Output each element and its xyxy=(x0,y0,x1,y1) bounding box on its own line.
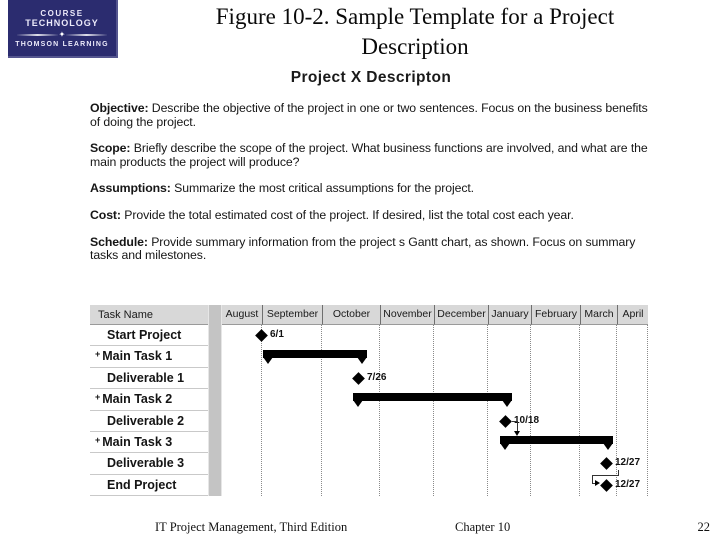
task-label: End Project xyxy=(107,477,177,492)
gantt-task-name-header: Task Name xyxy=(90,305,208,325)
slide-title-line1: Figure 10-2. Sample Template for a Proje… xyxy=(215,4,615,29)
logo-course-text: COURSE xyxy=(40,9,84,18)
month-gridline xyxy=(433,325,434,496)
dependency-line xyxy=(618,470,619,475)
task-row-deliverable-3: Deliverable 3 xyxy=(90,453,208,475)
footer-chapter: Chapter 10 xyxy=(455,520,511,534)
month-col-november: November xyxy=(380,305,434,325)
scope-text: Briefly describe the scope of the projec… xyxy=(90,141,648,169)
assumptions-label: Assumptions: xyxy=(90,181,171,196)
month-col-september: September xyxy=(262,305,322,325)
task-label: Deliverable 3 xyxy=(107,456,185,471)
paragraph-schedule: Schedule: Provide summary information fr… xyxy=(90,234,652,263)
milestone-diamond xyxy=(600,478,613,492)
milestone-date-label: 7/26 xyxy=(367,371,387,383)
dependency-arrowhead xyxy=(595,480,600,486)
assumptions-text: Summarize the most critical assumptions … xyxy=(170,181,474,196)
slide-title: Figure 10-2. Sample Template for a Proje… xyxy=(125,2,705,62)
task-label: Start Project xyxy=(107,328,182,342)
footer-book-title: IT Project Management, Third Edition xyxy=(155,520,348,534)
task-row-main-task-3: +Main Task 3 xyxy=(90,432,208,454)
slide-footer: IT Project Management, Third Edition Cha… xyxy=(0,520,720,538)
scope-label: Scope: xyxy=(90,141,131,156)
logo-thomson-text: THOMSON LEARNING xyxy=(15,41,109,48)
objective-text: Describe the objective of the project in… xyxy=(90,101,648,129)
dependency-line xyxy=(517,421,518,431)
publisher-logo: COURSE TECHNOLOGY ✦ THOMSON LEARNING xyxy=(8,0,118,58)
objective-label: Objective: xyxy=(90,101,149,115)
paragraph-objective: Objective: Describe the objective of the… xyxy=(90,101,652,129)
task-label: Main Task 3 xyxy=(102,434,173,449)
dependency-line xyxy=(592,483,595,484)
milestone-date-label: 12/27 xyxy=(615,457,641,469)
task-row-start-project: Start Project xyxy=(90,325,208,347)
month-gridline xyxy=(530,325,531,496)
dependency-line xyxy=(592,475,593,483)
figure-heading: Project X Descripton xyxy=(290,69,452,86)
month-col-october: October xyxy=(322,305,380,325)
gantt-column-divider xyxy=(208,305,222,496)
logo-divider: ✦ xyxy=(17,30,107,39)
figure-body: Project X Descripton Objective: Describe… xyxy=(90,68,652,276)
task-row-end-project: End Project xyxy=(90,475,208,497)
month-col-april: April xyxy=(617,305,648,325)
milestone-diamond xyxy=(255,329,268,342)
footer-page-number: 22 xyxy=(697,520,711,534)
month-col-august: August xyxy=(222,305,262,325)
dependency-line xyxy=(592,475,619,476)
task-label: Main Task 2 xyxy=(102,392,173,407)
milestone-date-label: 6/1 xyxy=(270,329,284,340)
milestone-diamond xyxy=(600,457,613,471)
month-gridline xyxy=(647,325,648,496)
month-col-february: February xyxy=(531,305,580,325)
paragraph-assumptions: Assumptions: Summarize the most critical… xyxy=(90,182,652,196)
summary-bar xyxy=(353,393,512,408)
task-row-main-task-2: +Main Task 2 xyxy=(90,389,208,411)
task-label: Main Task 1 xyxy=(102,349,173,364)
milestone-diamond xyxy=(352,371,365,385)
milestone-diamond xyxy=(499,414,512,428)
dependency-arrowhead xyxy=(514,431,520,436)
summary-bar xyxy=(500,436,613,450)
month-gridline xyxy=(261,325,262,496)
paragraph-scope: Scope: Briefly describe the scope of the… xyxy=(90,141,652,169)
schedule-label: Schedule: xyxy=(90,234,148,249)
paragraph-cost: Cost: Provide the total estimated cost o… xyxy=(90,207,652,223)
month-col-january: January xyxy=(488,305,531,325)
milestone-date-label: 12/27 xyxy=(615,478,641,490)
task-label: Deliverable 1 xyxy=(107,370,185,385)
month-gridline xyxy=(487,325,488,496)
logo-technology-text: TECHNOLOGY xyxy=(25,18,99,28)
month-col-december: December xyxy=(434,305,488,325)
gantt-timeline: 6/1 7/26 10/18 12/27 12/27 xyxy=(222,325,648,496)
month-gridline xyxy=(616,325,617,496)
star-icon: ✦ xyxy=(58,29,66,39)
task-label: Deliverable 2 xyxy=(107,413,185,428)
cost-text: Provide the total estimated cost of the … xyxy=(120,207,574,222)
task-row-deliverable-1: Deliverable 1 xyxy=(90,368,208,390)
summary-bar xyxy=(263,350,367,365)
month-gridline xyxy=(321,325,322,496)
task-row-main-task-1: +Main Task 1 xyxy=(90,346,208,368)
expand-plus-icon: + xyxy=(95,349,101,360)
expand-plus-icon: + xyxy=(95,434,101,445)
month-gridline xyxy=(379,325,380,496)
slide-title-line2: Description xyxy=(361,34,469,59)
month-col-march: March xyxy=(580,305,617,325)
month-gridline xyxy=(579,325,580,496)
cost-label: Cost: xyxy=(90,207,121,222)
dependency-line xyxy=(512,421,518,422)
schedule-text: Provide summary information from the pro… xyxy=(90,234,636,263)
expand-plus-icon: + xyxy=(95,392,101,403)
milestone-date-label: 10/18 xyxy=(514,414,540,426)
task-row-deliverable-2: Deliverable 2 xyxy=(90,411,208,432)
